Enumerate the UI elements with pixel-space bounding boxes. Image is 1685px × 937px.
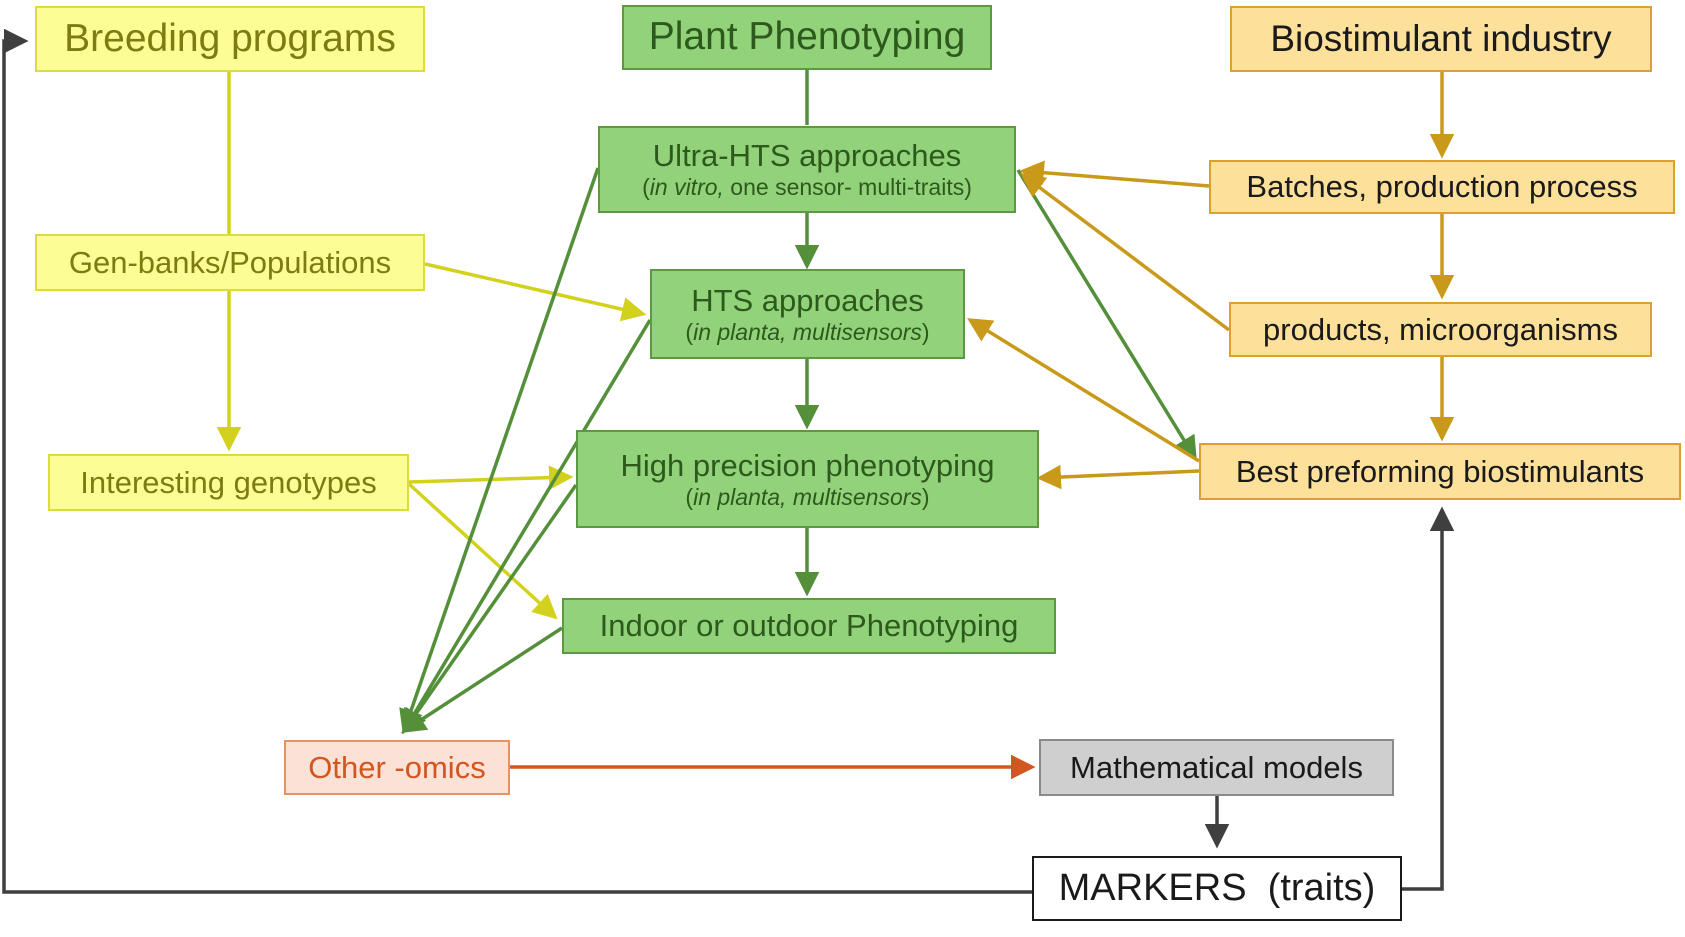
best-biostimulants-box: Best preforming biostimulants (1199, 443, 1681, 500)
arrow-best-precision (1036, 464, 1200, 490)
best-biostimulants-label: Best preforming biostimulants (1235, 453, 1645, 489)
batches-box: Batches, production process (1209, 160, 1675, 214)
products-label: products, microorganisms (1263, 311, 1618, 347)
breeding-programs-label: Breeding programs (64, 16, 396, 60)
breeding-programs-box: Breeding programs (35, 6, 425, 72)
arrow-products-ultra (1020, 172, 1231, 332)
arrow-ultra-omics (399, 167, 600, 735)
arrow-indoor-omics (401, 626, 563, 733)
biostimulant-industry-label: Biostimulant industry (1270, 17, 1612, 59)
arrow-hts-omics (402, 319, 652, 735)
hts-subtitle: (in planta, multisensors) (685, 318, 930, 345)
arrow-ultra-best (1016, 169, 1197, 461)
gen-banks-label: Gen-banks/Populations (68, 244, 392, 280)
indoor-outdoor-label: Indoor or outdoor Phenotyping (599, 608, 1019, 644)
arrow-genotypes-indoor (407, 482, 558, 620)
arrow-best-hts (967, 318, 1200, 463)
arrow-genbanks-hts (424, 262, 647, 322)
arrow-markers-best (1402, 506, 1455, 891)
high-precision-subtitle: (in planta, multisensors) (685, 483, 930, 510)
ultra-hts-title: Ultra-HTS approaches (652, 138, 962, 174)
biostimulant-industry-box: Biostimulant industry (1230, 6, 1652, 72)
high-precision-title: High precision phenotyping (620, 447, 995, 483)
high-precision-box: High precision phenotyping (in planta, m… (576, 430, 1039, 528)
arrow-markers-breeding (2, 28, 1032, 894)
mathematical-models-label: Mathematical models (1070, 749, 1363, 785)
indoor-outdoor-box: Indoor or outdoor Phenotyping (562, 598, 1056, 654)
ultra-hts-box: Ultra-HTS approaches (in vitro, one sens… (598, 126, 1016, 213)
arrow-batches-ultra (1019, 160, 1210, 188)
plant-phenotyping-label: Plant Phenotyping (648, 15, 966, 59)
other-omics-box: Other -omics (284, 740, 510, 795)
hts-box: HTS approaches (in planta, multisensors) (650, 269, 965, 359)
products-box: products, microorganisms (1229, 302, 1652, 357)
markers-label: MARKERS (traits) (1058, 866, 1376, 909)
batches-label: Batches, production process (1246, 169, 1638, 205)
mathematical-models-box: Mathematical models (1039, 739, 1394, 796)
other-omics-label: Other -omics (308, 749, 486, 785)
gen-banks-box: Gen-banks/Populations (35, 234, 425, 291)
interesting-genotypes-label: Interesting genotypes (80, 464, 377, 500)
interesting-genotypes-box: Interesting genotypes (48, 454, 409, 511)
hts-title: HTS approaches (691, 282, 924, 318)
arrow-precision-omics (401, 483, 578, 734)
ultra-hts-subtitle: (in vitro, one sensor- multi-traits) (642, 174, 972, 201)
markers-box: MARKERS (traits) (1032, 856, 1402, 921)
plant-phenotyping-box: Plant Phenotyping (622, 5, 992, 70)
